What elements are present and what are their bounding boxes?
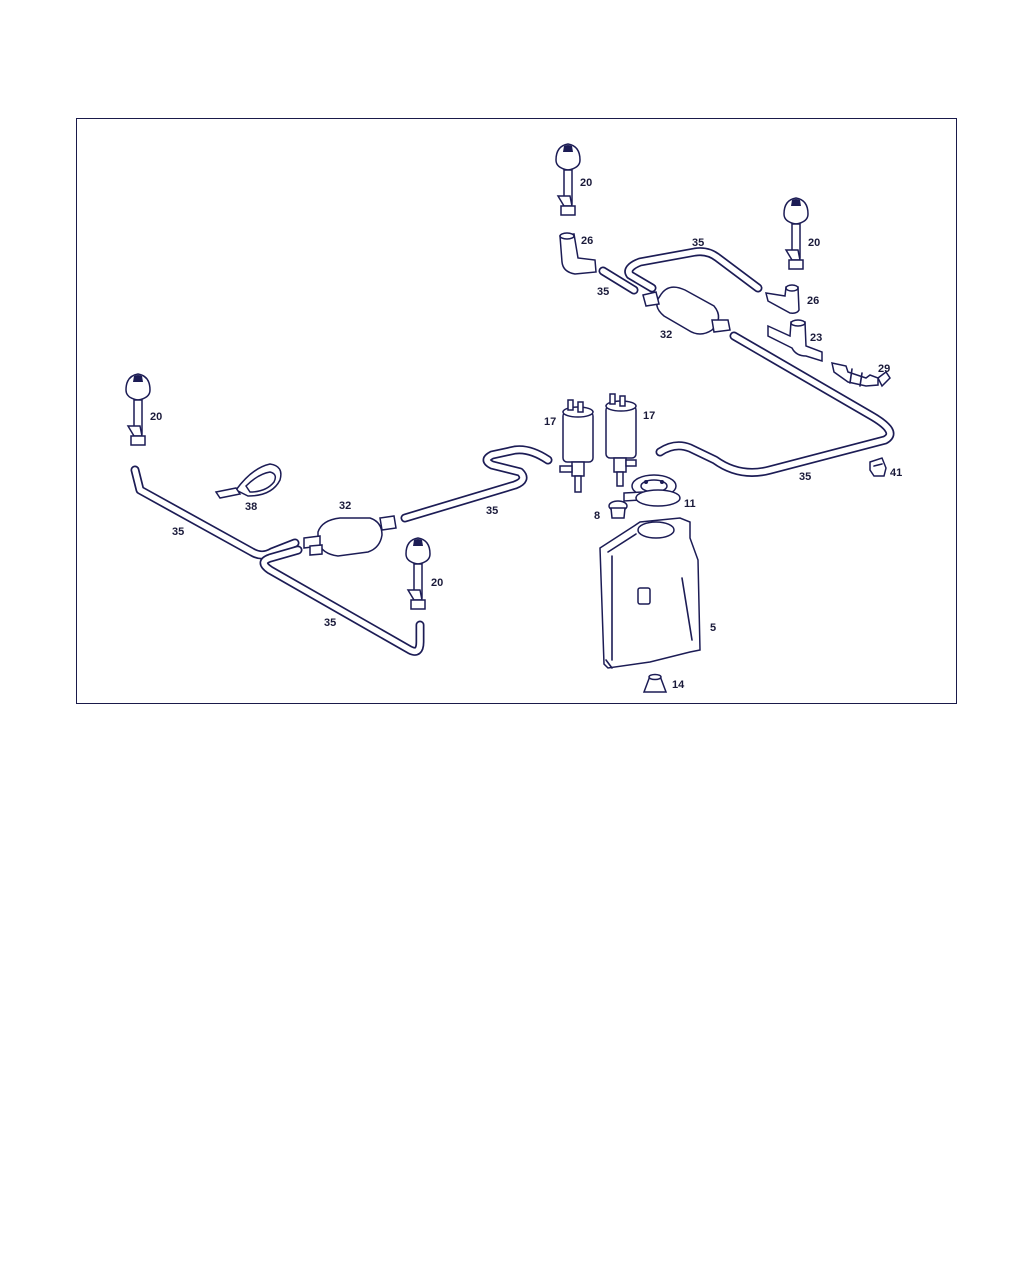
callout-labels: 20 26 35 20 35 26 32 23 29 20 17 17 41 3…	[150, 177, 902, 691]
nozzle-top-center	[555, 143, 581, 216]
callout-20-top-right: 20	[808, 237, 820, 249]
callout-35-left-upper: 35	[172, 526, 184, 538]
nozzle-bottom	[405, 537, 431, 610]
hose-short-top	[598, 266, 639, 295]
nozzle-top-right	[783, 197, 809, 270]
callout-35-right: 35	[799, 471, 811, 483]
washer-reservoir	[599, 517, 701, 669]
callout-20-left: 20	[150, 411, 162, 423]
filter-top	[642, 286, 731, 335]
callout-8: 8	[594, 510, 600, 522]
callout-26-top-left: 26	[581, 235, 593, 247]
callout-35-top-loop: 35	[692, 237, 704, 249]
hose-top-loop	[624, 247, 763, 293]
callout-32-top: 32	[660, 329, 672, 341]
pump-left	[559, 399, 594, 493]
callout-29: 29	[878, 363, 890, 375]
callout-38: 38	[245, 501, 257, 513]
callout-32-left: 32	[339, 500, 351, 512]
callout-14: 14	[672, 679, 685, 691]
callout-26-right: 26	[807, 295, 819, 307]
callout-23: 23	[810, 332, 822, 344]
elbow-right	[764, 284, 800, 314]
pump-seal	[623, 474, 681, 507]
callout-35-middle: 35	[486, 505, 498, 517]
grommet	[608, 500, 628, 519]
pump-right	[605, 393, 637, 487]
callout-41: 41	[890, 467, 902, 479]
callout-11: 11	[684, 498, 696, 510]
check-valve	[831, 362, 891, 388]
diagram-frame	[76, 118, 957, 704]
reservoir-foot	[642, 673, 668, 693]
filter-left	[303, 515, 397, 557]
callout-5: 5	[710, 622, 716, 634]
t-piece	[767, 319, 823, 363]
hose-left-lower	[259, 545, 425, 656]
callout-20-top-center: 20	[580, 177, 592, 189]
hose-left-upper	[130, 465, 300, 560]
callout-35-short: 35	[597, 286, 609, 298]
elbow-top-left	[559, 232, 597, 275]
nozzle-left	[125, 373, 151, 446]
hose-clip	[869, 457, 887, 477]
callout-17-left: 17	[544, 416, 556, 428]
callout-20-bottom: 20	[431, 577, 443, 589]
callout-17-right: 17	[643, 410, 655, 422]
callout-35-left-lower: 35	[324, 617, 336, 629]
cable-tie	[214, 463, 282, 499]
hose-middle	[400, 445, 553, 523]
hose-right-long	[655, 331, 895, 477]
